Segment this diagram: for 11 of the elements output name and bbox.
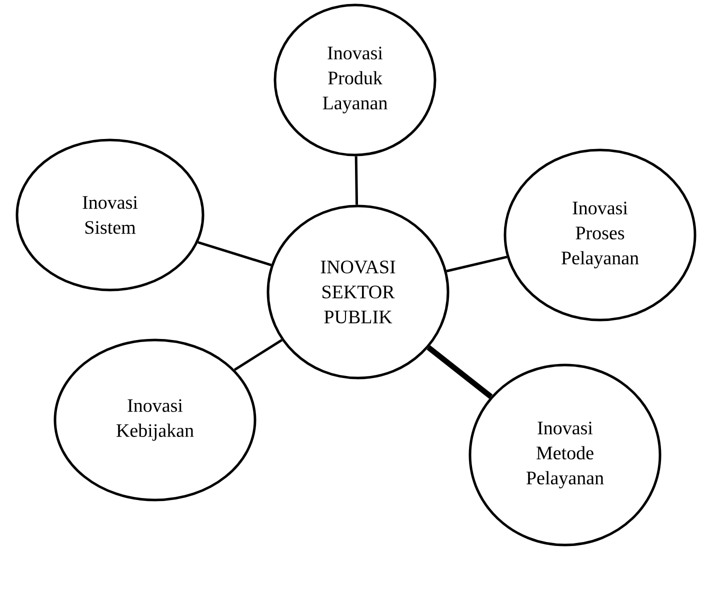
connector-line xyxy=(198,241,272,266)
ellipse-node: Inovasi Produk Layanan xyxy=(274,4,436,156)
connector-line xyxy=(426,345,493,399)
connector-line xyxy=(354,156,358,205)
connector-line xyxy=(234,338,282,371)
ellipse-node: Inovasi Kebijakan xyxy=(54,338,256,502)
ellipse-node: INOVASI SEKTOR PUBLIK xyxy=(266,204,450,380)
ellipse-node: Inovasi Metode Pelayanan xyxy=(468,364,662,546)
connector-line xyxy=(446,256,508,272)
ellipse-node: Inovasi Proses Pelayanan xyxy=(504,148,696,322)
ellipse-node: Inovasi Sistem xyxy=(16,138,204,292)
